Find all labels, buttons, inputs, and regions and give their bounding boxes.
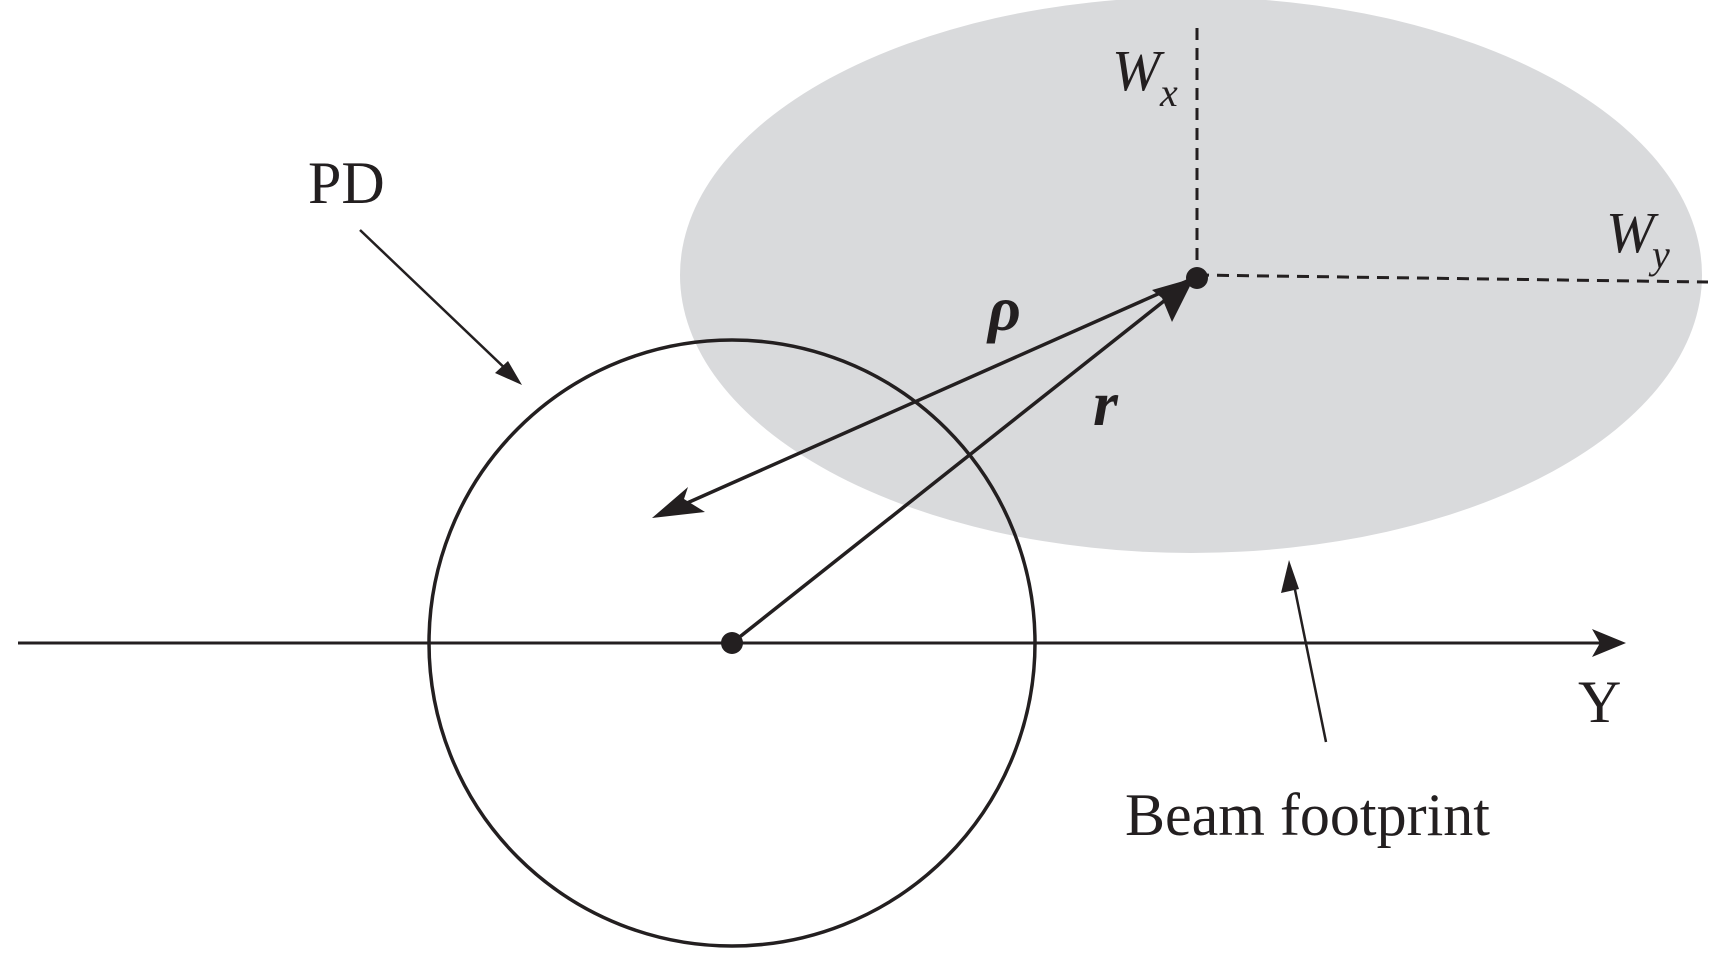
- wx-label: W x: [1112, 38, 1178, 115]
- rho-vector-arrow: [659, 276, 1195, 517]
- beam-footprint-label: Beam footprint: [1125, 782, 1490, 848]
- y-axis-arrowhead: [1592, 629, 1626, 657]
- y-axis-label: Y: [1578, 669, 1621, 735]
- r-vector-arrowhead: [1152, 278, 1194, 322]
- beam-footprint-pointer-arrow: [1290, 574, 1328, 743]
- wy-label-main: W: [1606, 200, 1659, 265]
- beam-footprint-pointer-arrowhead: [1281, 560, 1299, 593]
- pd-center-dot: [721, 632, 743, 654]
- pd-pointer-arrow: [359, 229, 513, 376]
- beam-center-dot: [1186, 267, 1208, 289]
- r-label: r: [1093, 368, 1119, 439]
- wx-label-sub: x: [1159, 70, 1178, 115]
- wy-label-sub: y: [1648, 232, 1670, 277]
- rho-label: ρ: [986, 273, 1021, 344]
- wy-dashed-line: [1196, 273, 1709, 284]
- rho-vector-arrowhead: [652, 487, 705, 518]
- pd-pointer-arrowhead: [495, 361, 522, 385]
- wx-label-main: W: [1112, 38, 1165, 103]
- pd-label: PD: [308, 150, 385, 216]
- r-vector-arrow: [730, 280, 1190, 645]
- wy-label: W y: [1606, 200, 1670, 277]
